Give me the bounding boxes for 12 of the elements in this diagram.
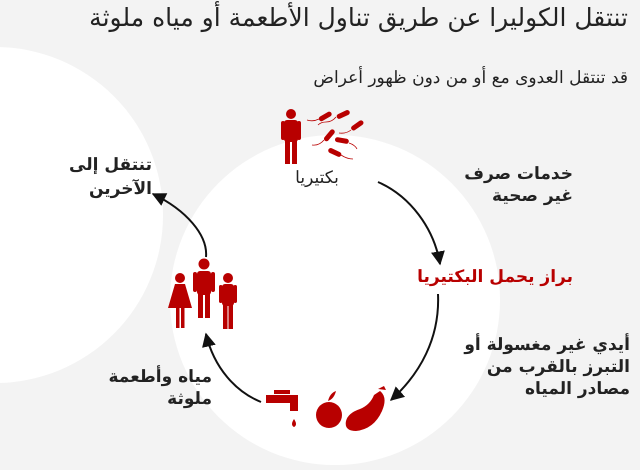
node-label: براز يحمل البكتيريا bbox=[378, 265, 573, 293]
title: تنتقل الكوليرا عن طريق تناول الأطعمة أو مياه ملوثة bbox=[88, 2, 628, 34]
arrow bbox=[152, 193, 207, 257]
node-label: بكتيريا bbox=[294, 168, 340, 188]
arrow bbox=[202, 332, 262, 403]
arrow bbox=[378, 181, 444, 266]
edge-label: مياه وأطعمة ملوثة bbox=[107, 366, 212, 410]
edge-label: أيدي غير مغسولة أو التبرز بالقرب من مصادر المياه bbox=[462, 334, 630, 400]
arrow bbox=[390, 294, 440, 401]
node-label: تنتقل إلى الآخرين bbox=[68, 153, 152, 203]
subtitle: قد تنتقل العدوى مع أو من دون ظهور أعراض bbox=[313, 68, 628, 88]
edge-label: خدمات صرف غير صحية bbox=[463, 163, 573, 207]
